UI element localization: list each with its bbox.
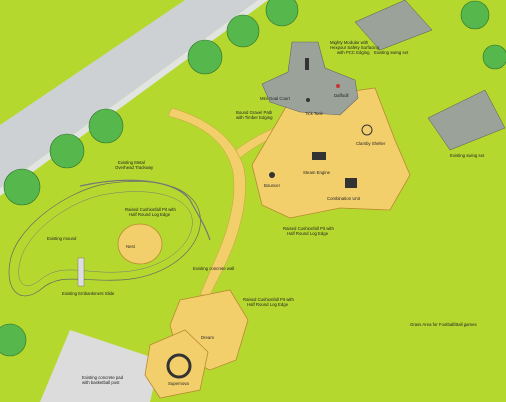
label-court: Existing concrete pad: [82, 375, 124, 380]
equipment-marks: [269, 58, 373, 188]
label-existing-metal-2: Overhead Trackway: [115, 165, 154, 170]
embankment-slide: [77, 257, 85, 287]
label-raised-pit-right-2: Half Round Log Edge: [287, 231, 329, 236]
label-bound-gravel-2: with Timber Edging: [236, 115, 273, 120]
label-mighty-modular-3: with PCC Edging: [337, 50, 370, 55]
supernova-ring: [166, 353, 192, 379]
label-daffodil: Daffodil: [334, 93, 349, 98]
label-mighty-modular-2: Hexpour Safety Surfacing: [330, 45, 379, 50]
label-raised-pit-left-2: Half Round Log Edge: [129, 212, 171, 217]
existing-mound: [8, 180, 201, 297]
label-swing-top: Existing swing set: [374, 50, 409, 55]
trees: [0, 0, 506, 357]
concrete-pad: [40, 330, 160, 402]
label-existing-mound: Existing mound: [47, 236, 77, 241]
label-embankment: Existing Embankment Slide: [62, 291, 115, 296]
swing-set-top: [354, 0, 433, 51]
label-swing-right: Existing swing set: [450, 153, 485, 158]
supernova-pit: [144, 329, 209, 399]
label-clamby-shelter: Clamby Shelter: [356, 141, 386, 146]
label-combination-unit: Combination Unit: [327, 196, 360, 201]
label-raised-pit-bottom: Raised Cushionfall Pit with: [243, 297, 294, 302]
overhead-trackway: [79, 179, 211, 241]
label-mini-goal: Mini Goal Court: [260, 96, 290, 101]
label-dream: Dream: [201, 335, 214, 340]
safety-surface: [261, 41, 359, 116]
label-court-2: with basketball post: [82, 380, 120, 385]
label-raised-pit-left: Raised Cushionfall Pit with: [125, 207, 176, 212]
label-mighty-modular: Mighty Modular with: [330, 40, 369, 45]
label-concrete-wall: Existing concrete wall: [193, 266, 235, 271]
label-raised-pit-bottom-2: Half Round Log Edge: [247, 302, 289, 307]
label-bounce: Bouncer: [264, 183, 281, 188]
label-steam-engine: Steam Engine: [303, 170, 330, 175]
label-supernova: Supernova: [168, 381, 189, 386]
label-grass-area: Grass Area for Football/Ball games: [410, 322, 477, 327]
label-bound-gravel: Bound Gravel Path: [236, 110, 273, 115]
label-existing-metal: Existing Metal: [118, 160, 145, 165]
label-raised-pit-right: Raised Cushionfall Pit with: [283, 226, 334, 231]
label-tick-tock: Tick Tock: [305, 111, 323, 116]
raised-pit-right: [251, 87, 411, 219]
swing-set-right: [427, 89, 506, 151]
nest-pit: [117, 223, 163, 265]
label-nest: Nest: [126, 244, 135, 249]
